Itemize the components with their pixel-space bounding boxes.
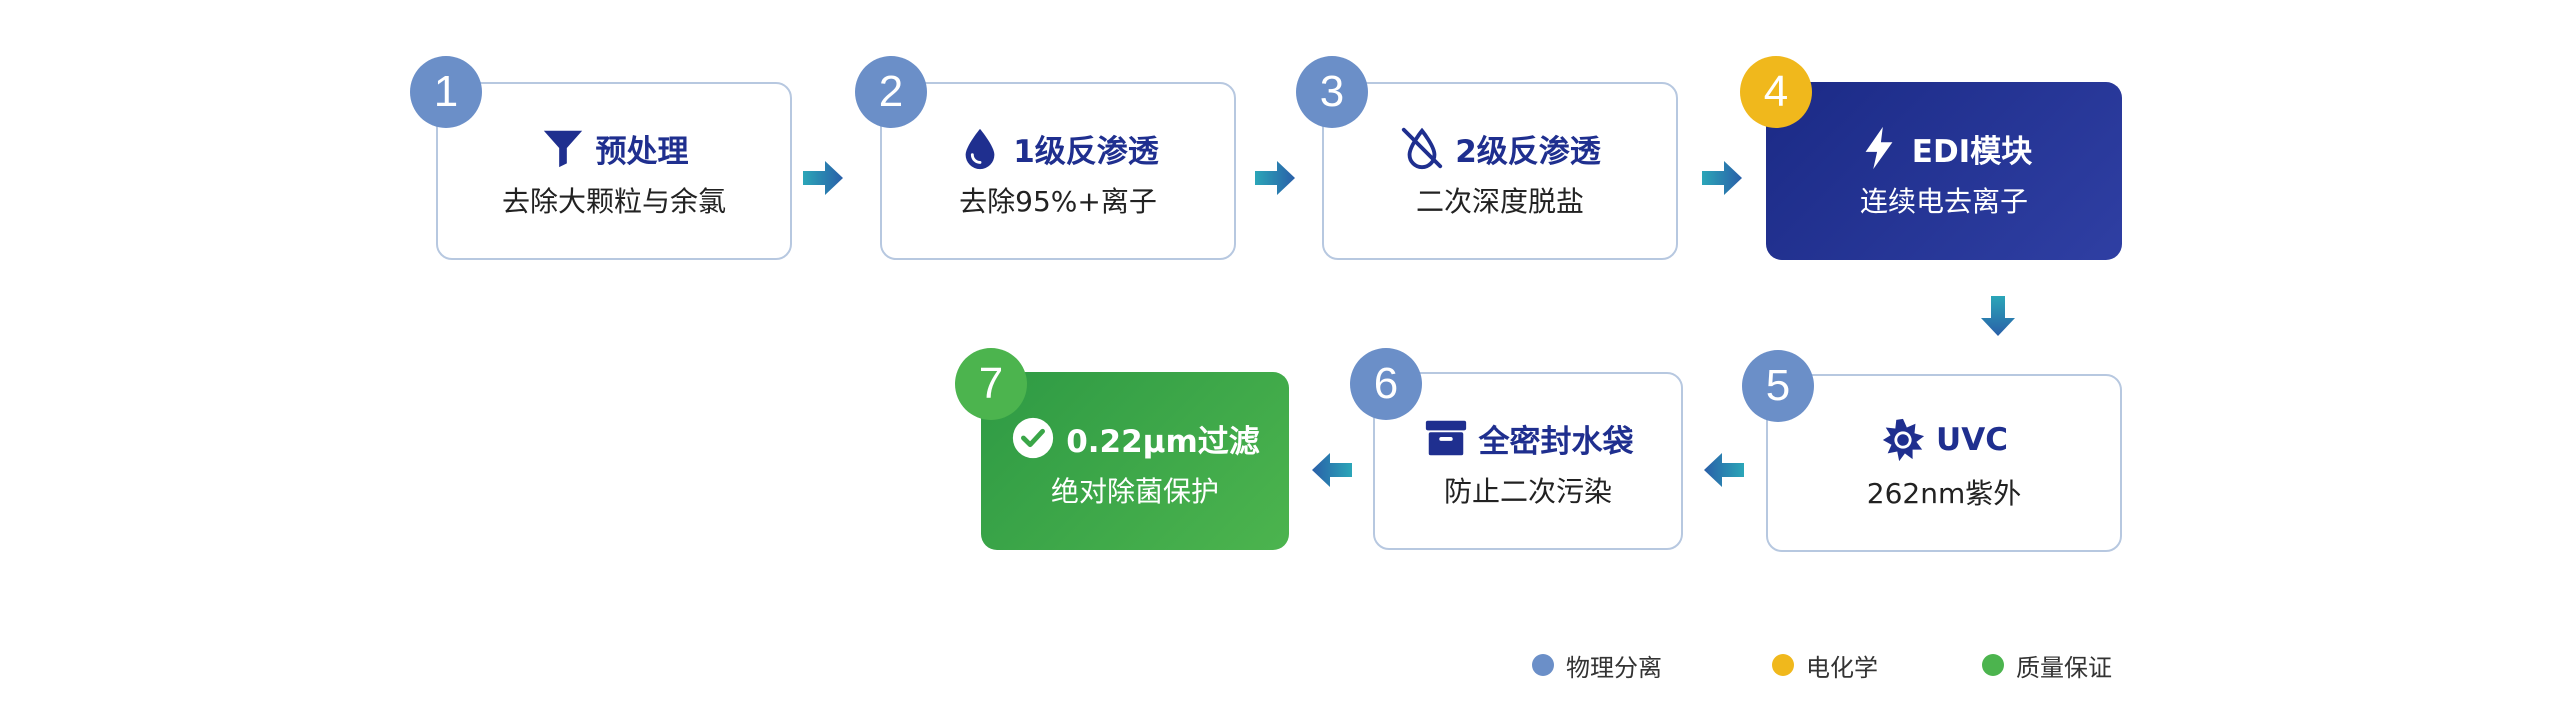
step-title-row: 2级反渗透 [1399, 122, 1601, 174]
step-subtitle: 防止二次污染 [1443, 475, 1612, 508]
step-title-row: 1级反渗透 [957, 122, 1159, 174]
legend-dot [1982, 654, 2004, 676]
legend-item-electrochem: 电化学 [1772, 650, 1878, 682]
step-number-badge-5: 5 [1742, 350, 1814, 422]
lightning-icon [1856, 125, 1902, 171]
step-subtitle: 去除大颗粒与余氯 [501, 185, 726, 218]
box-icon [1423, 415, 1469, 461]
legend-label: 质量保证 [2016, 653, 2112, 682]
step-card-5: UVC 262nm紫外 [1766, 374, 2122, 552]
step-subtitle: 去除95%+离子 [959, 185, 1157, 218]
step-title: 0.22μm过滤 [1066, 423, 1260, 460]
arrow-left-icon [1702, 448, 1746, 492]
step-subtitle: 连续电去离子 [1859, 185, 2028, 218]
legend-label: 电化学 [1806, 653, 1878, 682]
legend-label: 物理分离 [1566, 653, 1662, 682]
arrow-right-icon [801, 156, 845, 200]
funnel-icon [540, 125, 586, 171]
step-number-badge-7: 7 [955, 348, 1027, 420]
step-title: 全密封水袋 [1478, 423, 1634, 460]
step-title: 1级反渗透 [1013, 133, 1159, 170]
legend-dot [1772, 654, 1794, 676]
water-drop-icon [957, 125, 1003, 171]
step-title: EDI模块 [1911, 133, 2033, 170]
step-card-2: 1级反渗透 去除95%+离子 [880, 82, 1236, 260]
step-subtitle: 二次深度脱盐 [1415, 185, 1584, 218]
no-drop-icon [1399, 125, 1445, 171]
step-title-row: 预处理 [540, 122, 689, 174]
step-title: 2级反渗透 [1455, 133, 1601, 170]
step-number-badge-4: 4 [1740, 56, 1812, 128]
step-title: UVC [1936, 422, 2008, 458]
step-subtitle: 262nm紫外 [1866, 477, 2022, 510]
step-number-badge-2: 2 [855, 56, 927, 128]
step-card-6: 全密封水袋 防止二次污染 [1373, 372, 1683, 550]
step-number-badge-3: 3 [1296, 56, 1368, 128]
step-number-badge-1: 1 [410, 56, 482, 128]
step-card-4: EDI模块 连续电去离子 [1766, 82, 2122, 260]
step-card-3: 2级反渗透 二次深度脱盐 [1322, 82, 1678, 260]
step-title: 预处理 [595, 133, 689, 170]
step-title-row: 0.22μm过滤 [1010, 412, 1260, 464]
step-card-1: 预处理 去除大颗粒与余氯 [436, 82, 792, 260]
arrow-left-icon [1310, 448, 1354, 492]
legend-dot [1532, 654, 1554, 676]
step-title-row: 全密封水袋 [1423, 412, 1634, 464]
step-subtitle: 绝对除菌保护 [1050, 475, 1219, 508]
arrow-right-icon [1700, 156, 1744, 200]
step-number-badge-6: 6 [1350, 348, 1422, 420]
arrow-down-icon [1976, 294, 2020, 338]
step-card-7: 0.22μm过滤 绝对除菌保护 [981, 372, 1289, 550]
step-title-row: UVC [1880, 414, 2008, 466]
check-circle-icon [1010, 415, 1056, 461]
sun-icon [1880, 417, 1926, 463]
legend-item-quality: 质量保证 [1982, 650, 2112, 682]
arrow-right-icon [1253, 156, 1297, 200]
legend-item-physical: 物理分离 [1532, 650, 1662, 682]
step-title-row: EDI模块 [1856, 122, 2032, 174]
